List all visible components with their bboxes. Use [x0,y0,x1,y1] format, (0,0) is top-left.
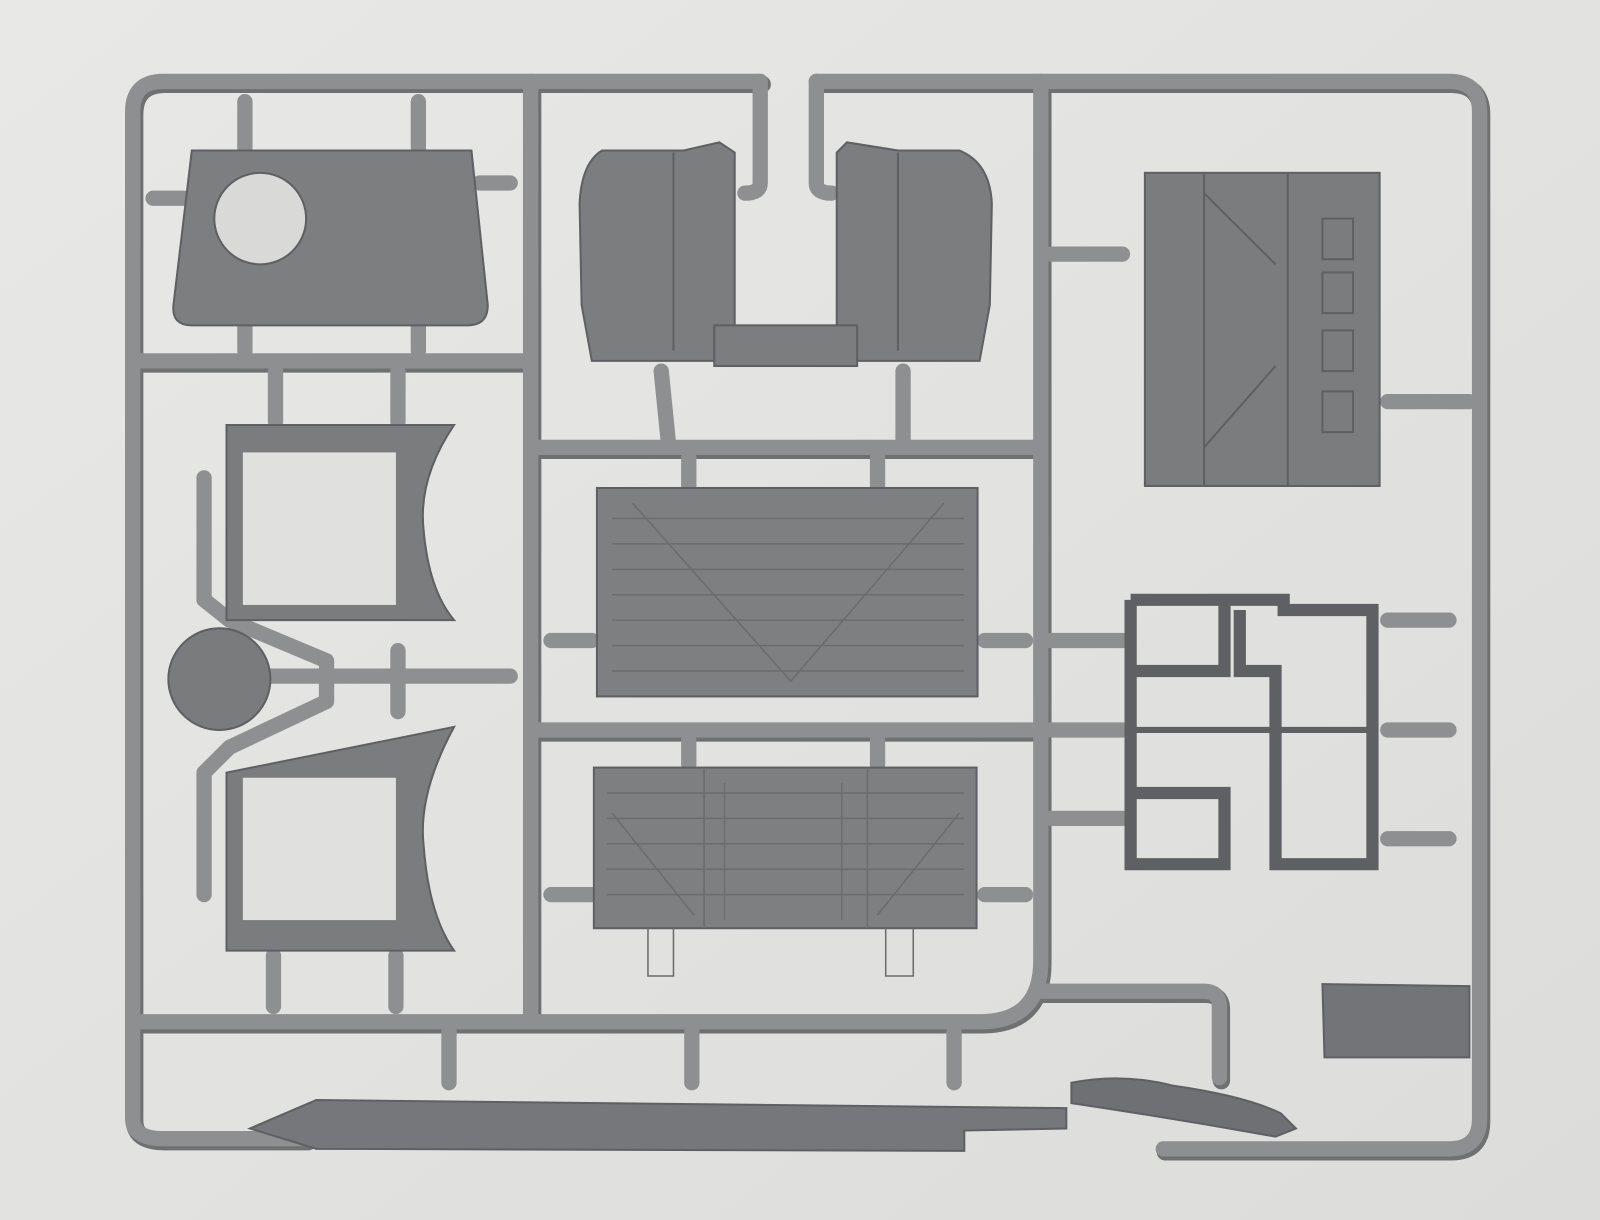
fender-left-part [578,141,736,362]
door-lower-part [225,725,457,952]
cab-rear-panel-part [1143,171,1381,487]
sprue-runners [125,73,1491,1161]
cargo-floor-part [595,486,979,698]
hood-panel-part [172,149,489,327]
fender-right-part [713,141,993,368]
cab-frame-part [1124,593,1379,871]
logo-tab-part [1321,983,1471,1059]
cargo-side-part [592,766,978,977]
plastic-parts [167,141,1471,1152]
chassis-rail-part [247,1077,1298,1152]
disc-part [167,627,272,731]
door-upper-part [225,423,457,622]
